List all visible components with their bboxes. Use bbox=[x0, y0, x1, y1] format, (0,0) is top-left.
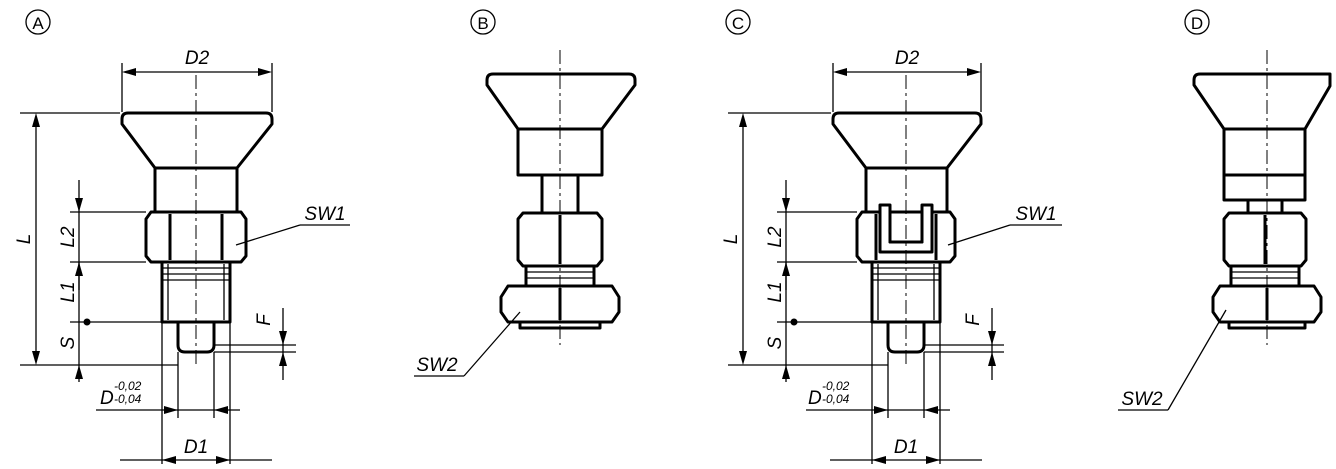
dimension-l2-a: L2 bbox=[58, 180, 146, 290]
dimension-d2-c: D2 bbox=[832, 48, 982, 112]
svg-text:SW1: SW1 bbox=[304, 204, 345, 225]
svg-text:-0,02: -0,02 bbox=[822, 379, 850, 393]
dimension-sw1-a: SW1 bbox=[235, 204, 350, 246]
svg-text:L1: L1 bbox=[58, 281, 79, 302]
view-c-marker: C bbox=[725, 9, 751, 35]
view-a-knob bbox=[120, 111, 274, 170]
svg-text:-0,04: -0,04 bbox=[114, 392, 142, 406]
view-d-slot bbox=[1222, 173, 1307, 215]
svg-text:D1: D1 bbox=[894, 437, 918, 458]
svg-text:L: L bbox=[721, 234, 742, 245]
svg-text:SW2: SW2 bbox=[416, 355, 458, 376]
dimension-l-c: L bbox=[721, 112, 888, 366]
svg-text:B: B bbox=[477, 14, 488, 33]
dimension-d2-a: D2 bbox=[121, 48, 273, 112]
view-a: A D2 bbox=[14, 9, 350, 464]
svg-text:-0,02: -0,02 bbox=[114, 379, 142, 393]
svg-text:L2: L2 bbox=[58, 226, 79, 248]
svg-text:A: A bbox=[32, 14, 44, 33]
svg-text:D: D bbox=[1191, 14, 1203, 33]
svg-text:D: D bbox=[100, 388, 114, 409]
dimension-d-tolerance-a: D -0,02 -0,04 bbox=[96, 352, 240, 418]
svg-text:D2: D2 bbox=[895, 48, 920, 69]
dimension-f-c: F bbox=[924, 308, 1004, 380]
dimension-l-a: L bbox=[14, 112, 178, 366]
svg-text:C: C bbox=[732, 14, 744, 33]
view-d: D SW2 bbox=[1118, 9, 1332, 411]
dimension-l2-c: L2 bbox=[765, 180, 857, 290]
view-a-marker: A bbox=[25, 9, 51, 35]
dimension-d1-c: D1 bbox=[830, 322, 982, 464]
svg-text:SW1: SW1 bbox=[1015, 204, 1056, 225]
svg-text:L1: L1 bbox=[765, 281, 786, 302]
dimension-d-tolerance-c: D -0,02 -0,04 bbox=[806, 352, 950, 418]
svg-text:-0,04: -0,04 bbox=[822, 392, 850, 406]
svg-text:L2: L2 bbox=[765, 226, 786, 248]
view-c-knob bbox=[831, 111, 983, 170]
dimension-d1-a: D1 bbox=[120, 322, 272, 464]
view-c: C D2 bbox=[721, 9, 1062, 464]
dimension-sw2-b: SW2 bbox=[414, 311, 521, 377]
svg-text:D: D bbox=[808, 388, 822, 409]
view-b: B SW2 bbox=[414, 9, 637, 377]
svg-text:F: F bbox=[963, 313, 984, 326]
dimension-l1-s-c: L1 S bbox=[765, 262, 872, 382]
view-b-knob bbox=[485, 72, 637, 131]
svg-text:S: S bbox=[58, 336, 79, 349]
svg-text:D2: D2 bbox=[185, 48, 210, 69]
view-d-knob bbox=[1192, 72, 1332, 131]
svg-text:L: L bbox=[14, 234, 35, 245]
view-b-marker: B bbox=[470, 9, 496, 35]
view-d-marker: D bbox=[1184, 9, 1210, 35]
svg-text:F: F bbox=[254, 313, 275, 326]
view-d-collar bbox=[1222, 127, 1307, 177]
svg-text:SW2: SW2 bbox=[1121, 389, 1163, 410]
dimension-l1-s-a: L1 S bbox=[58, 262, 162, 382]
dimension-f-a: F bbox=[214, 308, 296, 380]
dimension-sw1-c: SW1 bbox=[947, 204, 1062, 246]
svg-text:D1: D1 bbox=[184, 437, 208, 458]
dimension-sw2-d: SW2 bbox=[1118, 309, 1227, 411]
svg-text:S: S bbox=[765, 336, 786, 349]
view-d-thread-body bbox=[1229, 264, 1301, 288]
